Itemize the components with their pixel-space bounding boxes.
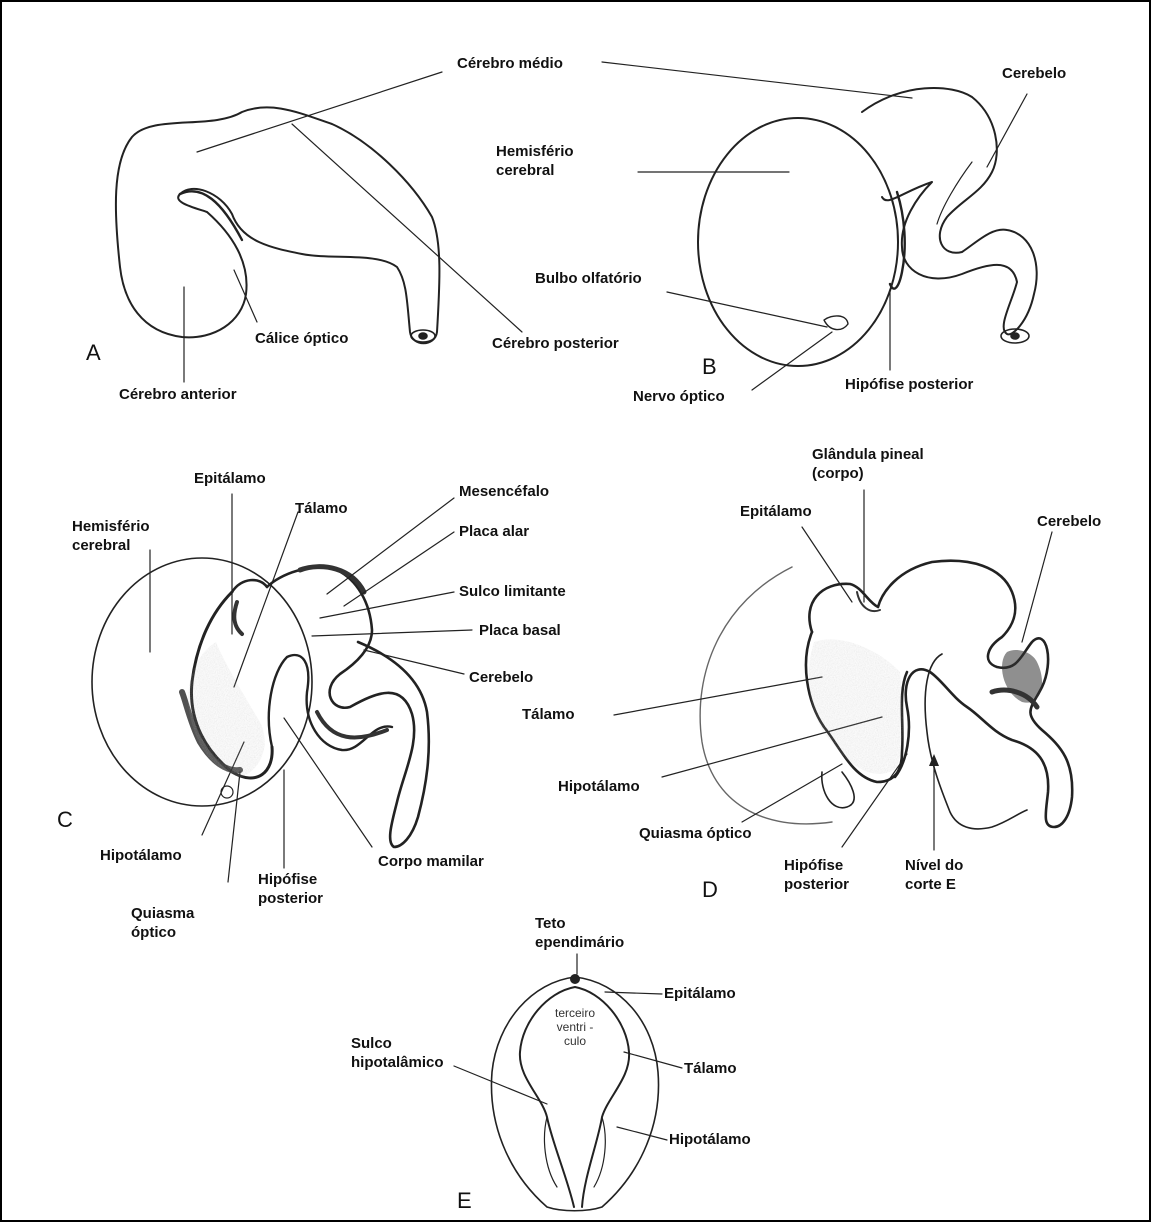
panel-letter-c: C [57, 807, 73, 833]
label-e-teto-ependimario: Teto ependimário [535, 914, 645, 952]
label-b-bulbo-olfatorio: Bulbo olfatório [535, 269, 642, 288]
label-e-sulco-hipotalamico: Sulco hipotalâmico [351, 1034, 471, 1072]
label-b-cerebelo: Cerebelo [1002, 64, 1066, 83]
panel-c-drawing [92, 558, 429, 847]
label-c-placa-basal: Placa basal [479, 621, 561, 640]
label-d-talamo: Tálamo [522, 705, 575, 724]
shading [188, 639, 1042, 777]
label-e-terceiro-ventriculo: terceiro ventri - culo [546, 1006, 604, 1048]
label-a-calice-optico: Cálice óptico [255, 329, 348, 348]
label-d-hipofise-posterior: Hipófise posterior [784, 856, 874, 894]
panel-letter-a: A [86, 340, 101, 366]
label-e-talamo: Tálamo [684, 1059, 737, 1078]
label-d-epitalamo: Epitálamo [740, 502, 812, 521]
panel-b-drawing [698, 88, 1037, 366]
label-a-cerebro-medio: Cérebro médio [457, 54, 563, 73]
label-d-hipotalamo: Hipotálamo [558, 777, 640, 796]
label-d-nivel-corte: Nível do corte E [905, 856, 985, 894]
label-c-hipotalamo: Hipotálamo [100, 846, 182, 865]
panel-b-leaders [602, 62, 1027, 390]
label-c-hemisferio-cerebral: Hemisfério cerebral [72, 517, 177, 555]
label-b-nervo-optico: Nervo óptico [633, 387, 725, 406]
label-a-cerebro-anterior: Cérebro anterior [119, 385, 237, 404]
label-d-quiasma-optico: Quiasma óptico [639, 824, 752, 843]
panel-letter-d: D [702, 877, 718, 903]
label-e-epitalamo: Epitálamo [664, 984, 736, 1003]
label-b-hemisferio-cerebral: Hemisfério cerebral [496, 142, 606, 180]
label-c-hipofise-posterior: Hipófise posterior [258, 870, 348, 908]
panel-letter-e: E [457, 1188, 472, 1214]
panel-a-drawing [116, 107, 440, 343]
label-c-talamo: Tálamo [295, 499, 348, 518]
label-d-cerebelo: Cerebelo [1037, 512, 1101, 531]
label-c-epitalamo: Epitálamo [194, 469, 266, 488]
label-c-placa-alar: Placa alar [459, 522, 529, 541]
label-d-glandula-pineal: Glândula pineal (corpo) [812, 445, 962, 483]
label-c-cerebelo: Cerebelo [469, 668, 533, 687]
label-e-hipotalamo: Hipotálamo [669, 1130, 751, 1149]
label-c-quiasma-optico: Quiasma óptico [131, 904, 201, 942]
label-b-hipofise-posterior: Hipófise posterior [845, 375, 973, 394]
label-c-mesencefalo: Mesencéfalo [459, 482, 549, 501]
label-c-sulco-limitante: Sulco limitante [459, 582, 566, 601]
label-c-corpo-mamilar: Corpo mamilar [378, 852, 484, 871]
label-a-cerebro-posterior: Cérebro posterior [492, 334, 619, 353]
panel-letter-b: B [702, 354, 717, 380]
